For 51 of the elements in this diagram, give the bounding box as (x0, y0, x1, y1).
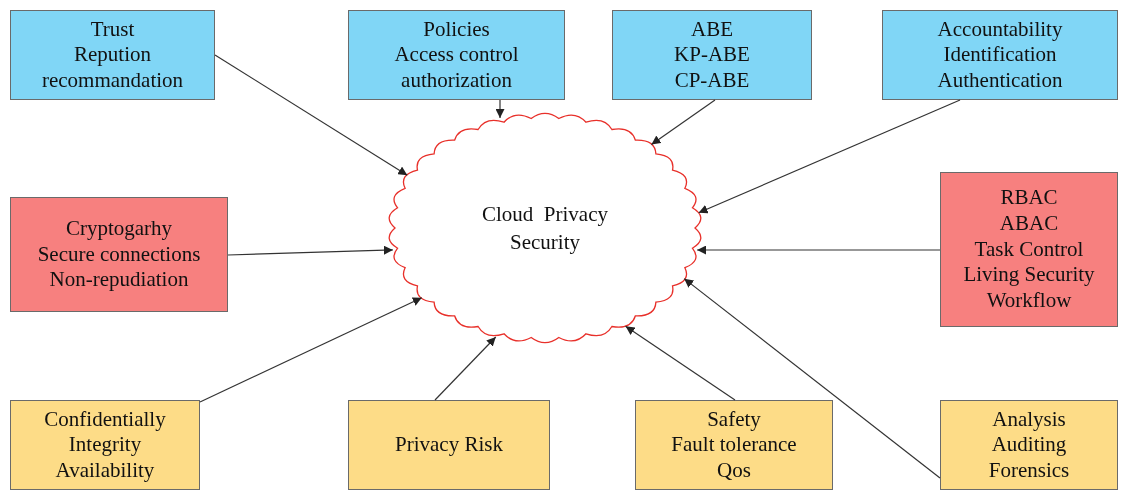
arrow (214, 54, 408, 176)
node-text: ABE (691, 16, 733, 43)
node-text: Repution (74, 42, 151, 68)
node-text: Authentication (937, 67, 1063, 94)
arrow (683, 278, 941, 479)
node-text: Trust (90, 16, 135, 43)
node-text: Fault tolerance (671, 432, 797, 458)
arrow (650, 99, 716, 145)
node-text: Confidentially (44, 406, 166, 433)
node-text: Auditing (991, 432, 1067, 458)
node-text: Accountability (937, 16, 1063, 43)
node-text: recommandation (41, 67, 184, 94)
concept-box (612, 10, 812, 100)
node-text: Living Security (963, 262, 1095, 288)
node-text: Privacy Risk (395, 432, 503, 458)
node-text: Safety (707, 406, 761, 433)
node-text: Secure connections (37, 241, 201, 268)
concept-box (348, 10, 565, 100)
concept-box (10, 10, 215, 100)
node-text: Identification (943, 42, 1057, 68)
node-text: Cloud Privacy Security (481, 200, 609, 256)
node-text: Cryptogarhy (65, 216, 173, 242)
concept-box (10, 400, 200, 490)
concept-box (940, 400, 1118, 490)
node-text: Analysis (992, 406, 1066, 433)
arrow (227, 245, 394, 256)
arrow (696, 245, 941, 255)
concept-box (940, 172, 1118, 327)
node-text: Access control (394, 42, 519, 68)
arrow (199, 297, 423, 403)
node-text: Workflow (986, 287, 1072, 314)
node-text: Task Control (974, 236, 1084, 263)
arrow (495, 99, 505, 119)
concept-box (882, 10, 1118, 100)
node-text: ABAC (999, 211, 1059, 237)
concept-box (10, 197, 228, 312)
concept-box (635, 400, 833, 490)
arrow (434, 336, 497, 401)
node-text: Qos (717, 457, 751, 484)
node-text: Integrity (68, 432, 142, 458)
node-text: authorization (401, 67, 512, 94)
node-text: Policies (423, 16, 490, 43)
node-text: CP-ABE (674, 67, 750, 94)
arrow (698, 99, 961, 214)
node-text: Forensics (988, 457, 1070, 484)
arrow (624, 325, 736, 401)
node-text: KP-ABE (674, 42, 750, 68)
concept-box (348, 400, 550, 490)
node-text: Availability (55, 457, 155, 484)
node-text: Non-repudiation (49, 267, 189, 293)
node-text: RBAC (1000, 185, 1058, 212)
